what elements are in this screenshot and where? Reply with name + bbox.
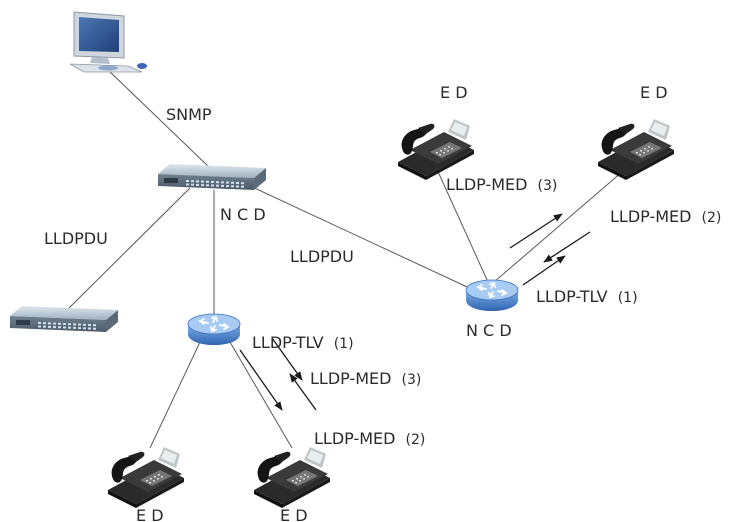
label-snmp: SNMP [166, 105, 212, 124]
link-left-router-phone-bottom-left [149, 341, 201, 449]
arrow-right-lldp-tlv-1 [522, 255, 566, 286]
router-icon-right [465, 279, 519, 312]
link-right-router-phone-top-left [434, 164, 489, 283]
label-left-lldp-tlv-1-text: LLDP-TLV [252, 333, 324, 352]
label-left-lldp-med-3: LLDP-MED (3) [310, 369, 421, 388]
label-left-lldp-med-2-text: LLDP-MED [314, 429, 395, 448]
ip-phone-icon-top-right [598, 119, 674, 180]
arrow-left-lldp-med-2 [289, 373, 317, 411]
label-left-lldp-med-3-text: LLDP-MED [310, 369, 391, 388]
label-right-lldp-tlv-1-text: LLDP-TLV [536, 287, 608, 306]
arrow-right-lldp-med-3 [509, 213, 563, 249]
label-left-lldp-med-2: LLDP-MED (2) [314, 429, 425, 448]
label-lldpdu-middle: LLDPDU [290, 247, 354, 266]
computer-icon [69, 11, 147, 73]
label-right-lldp-med-3-num: (3) [538, 178, 558, 194]
label-ed-bottom-right: E D [280, 506, 308, 522]
label-ed-top-left: E D [440, 83, 468, 102]
link-right-router-phone-top-right [493, 171, 623, 283]
network-switch-icon [158, 164, 266, 190]
link-switch-right-router [249, 185, 479, 293]
label-right-lldp-med-2-num: (2) [702, 210, 722, 226]
label-right-lldp-med-2-text: LLDP-MED [610, 207, 691, 226]
label-right-lldp-tlv-1-num: (1) [618, 290, 638, 306]
label-left-lldp-med-2-num: (2) [406, 432, 426, 448]
label-right-lldp-med-2: LLDP-MED (2) [610, 207, 721, 226]
label-left-lldp-tlv-1-num: (1) [334, 336, 354, 352]
label-right-lldp-med-3: LLDP-MED (3) [446, 175, 557, 194]
link-switch-lower-switch [64, 187, 191, 313]
label-right-lldp-tlv-1: LLDP-TLV (1) [536, 287, 638, 306]
arrow-left-lldp-med-3 [271, 337, 303, 381]
link-left-router-phone-bottom-right [229, 341, 293, 449]
signal-arrows [239, 213, 591, 411]
arrow-right-lldp-med-2 [543, 231, 591, 263]
network-switch-icon-secondary [10, 306, 118, 332]
ip-phone-icon-bottom-left [108, 447, 184, 508]
ip-phone-icon-bottom-right [254, 447, 330, 508]
router-icon-left [187, 313, 241, 346]
label-ncd-switch: N C D [220, 205, 266, 224]
ip-phone-icon-top-left [398, 119, 474, 180]
connection-links [64, 69, 623, 449]
label-left-lldp-tlv-1: LLDP-TLV (1) [252, 333, 354, 352]
label-lldpdu-left: LLDPDU [44, 229, 108, 248]
arrow-left-lldp-tlv-1 [239, 349, 283, 411]
label-ncd-router-right: N C D [466, 321, 512, 340]
label-right-lldp-med-3-text: LLDP-MED [446, 175, 527, 194]
link-computer-switch [107, 69, 211, 169]
label-ed-bottom-left: E D [136, 506, 164, 522]
label-left-lldp-med-3-num: (3) [402, 372, 422, 388]
label-ed-top-right: E D [640, 83, 668, 102]
